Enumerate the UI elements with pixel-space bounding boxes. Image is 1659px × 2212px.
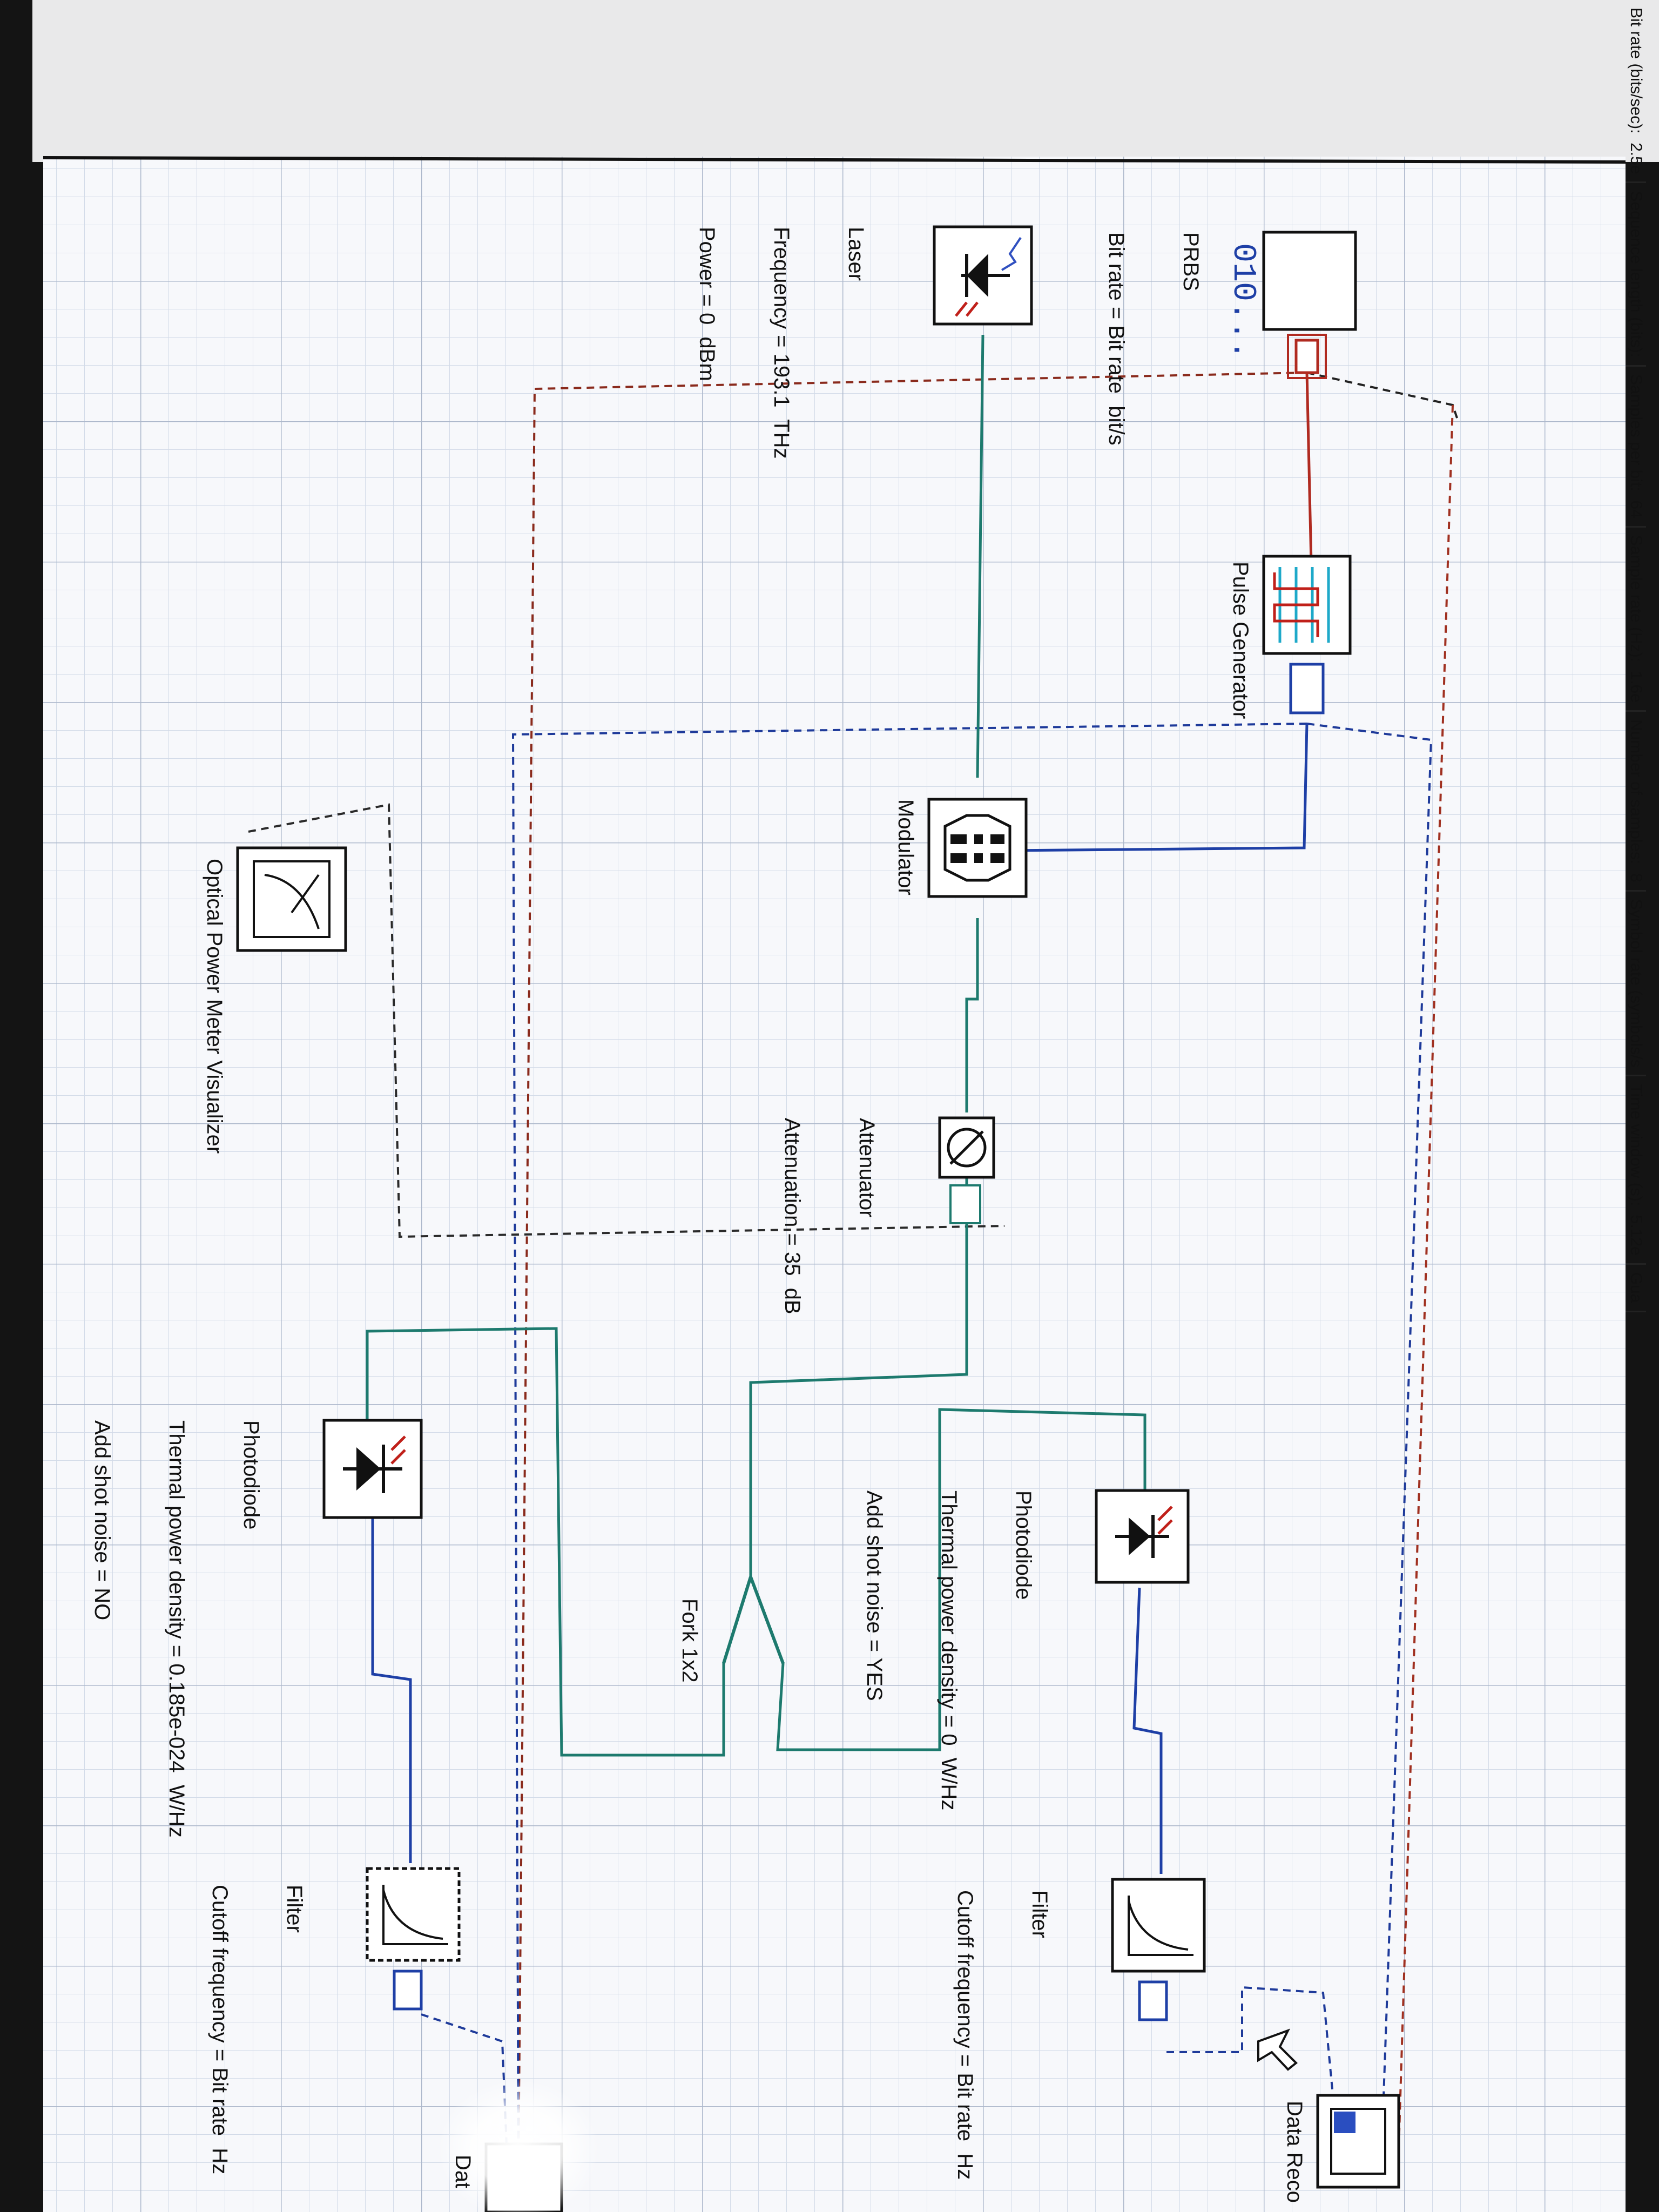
photodiode-top-label: Photodiode Thermal power density = 0 W/H… bbox=[837, 1491, 1085, 1810]
dashed-link-pulse-left bbox=[511, 723, 1307, 2161]
dashed-links bbox=[248, 372, 1459, 2171]
photodiode-bottom-name: Photodiode bbox=[239, 1420, 263, 1530]
attenuator-name: Attenuator bbox=[855, 1118, 879, 1218]
prbs-label: PRBS Bit rate = Bit rate bit/s bbox=[1079, 232, 1253, 446]
attenuator-param: Attenuation = 35 dB bbox=[780, 1118, 804, 1314]
wire-pulse-modulator bbox=[1009, 723, 1309, 852]
parameter-bar-fields: Bit rate (bits/sec): 2.5e Sequence lengt… bbox=[1626, 0, 1646, 1312]
filter-bottom-name: Filter bbox=[282, 1885, 306, 1933]
dashed-link-filter-top bbox=[1166, 1986, 1335, 2107]
optical-power-meter-block[interactable] bbox=[236, 846, 347, 952]
mouse-pointer-icon bbox=[1257, 2028, 1298, 2071]
filter-top-label: Filter Cutoff frequency = Bit rate Hz bbox=[928, 1890, 1102, 2180]
laser-block[interactable] bbox=[933, 225, 1033, 326]
wire-photodiode-bottom-filter bbox=[371, 1512, 412, 1863]
screen-glare bbox=[437, 2079, 599, 2212]
wire-photodiode-top-filter bbox=[1132, 1587, 1163, 1874]
pulse-generator-block[interactable] bbox=[1262, 555, 1352, 714]
laser-frequency: Frequency = 193.1 THz bbox=[770, 227, 793, 459]
photodiode-top-shot: Add shot noise = YES bbox=[862, 1491, 886, 1701]
filter-bottom-block[interactable] bbox=[366, 1867, 461, 2011]
layout-parameter-bar: Bit rate (bits/sec): 2.5e Sequence lengt… bbox=[1626, 0, 1646, 2212]
fork-label: Fork 1x2 bbox=[678, 1599, 702, 1683]
param-sample-rate[interactable]: Sample rate (Hz): 1.6e bbox=[1626, 527, 1646, 712]
attenuator-block[interactable] bbox=[938, 1116, 995, 1224]
photodiode-top-thermal: Thermal power density = 0 W/Hz bbox=[937, 1491, 961, 1811]
wire-attenuator-fork bbox=[749, 1177, 968, 1577]
laser-name: Laser bbox=[844, 227, 868, 281]
param-time-window[interactable]: Time window (s): 5.12e bbox=[1626, 1076, 1646, 1265]
power-meter-label: Optical Power Meter Visualizer bbox=[203, 859, 226, 1154]
photodiode-bottom-shot: Add shot noise = NO bbox=[90, 1420, 114, 1621]
param-symbol-rate[interactable]: Symbol rate (symbols/s bbox=[1626, 891, 1646, 1077]
param-number-of-samples[interactable]: Number of samples: 8 bbox=[1626, 711, 1646, 892]
filter-top-name: Filter bbox=[1028, 1890, 1051, 1938]
param-sequence-length[interactable]: Sequence length (bits): bbox=[1626, 183, 1646, 367]
filter-top-block[interactable] bbox=[1111, 1878, 1206, 2021]
wire-modulator-attenuator bbox=[965, 918, 979, 1112]
pulse-generator-label: Pulse Generator bbox=[1229, 562, 1252, 719]
dashed-link-meter bbox=[248, 803, 1005, 1238]
wire-laser-modulator bbox=[976, 334, 984, 778]
param-bit-rate[interactable]: Bit rate (bits/sec): 2.5e bbox=[1626, 0, 1646, 184]
photodiode-bottom-thermal: Thermal power density = 0.185e-024 W/Hz bbox=[165, 1420, 188, 1838]
filter-top-param: Cutoff frequency = Bit rate Hz bbox=[953, 1890, 977, 2180]
photodiode-top-block[interactable] bbox=[1095, 1489, 1190, 1584]
dashed-link-prbs-ref-2 bbox=[1398, 404, 1454, 2150]
fork-block[interactable] bbox=[722, 1576, 785, 1664]
dashed-link-pulse bbox=[1306, 723, 1433, 2128]
photodiode-bottom-block[interactable] bbox=[322, 1419, 423, 1519]
filter-bottom-label: Filter Cutoff frequency = Bit rate Hz bbox=[183, 1885, 356, 2174]
photodiode-top-name: Photodiode bbox=[1011, 1491, 1035, 1600]
data-recovery-block[interactable] bbox=[1316, 2094, 1400, 2189]
laser-power: Power = 0 dBm bbox=[695, 227, 719, 381]
laser-label: Laser Frequency = 193.1 THz Power = 0 dB… bbox=[670, 227, 918, 459]
param-guard[interactable]: Gua bbox=[1626, 1264, 1646, 1312]
modulator-block[interactable] bbox=[927, 798, 1028, 898]
modulator-label: Modulator bbox=[894, 799, 918, 895]
data-bottom-label: Dat bbox=[451, 2155, 475, 2189]
data-recovery-label: Data Reco bbox=[1283, 2101, 1306, 2203]
filter-bottom-param: Cutoff frequency = Bit rate Hz bbox=[208, 1885, 232, 2175]
prbs-block[interactable] bbox=[1262, 231, 1357, 379]
attenuator-label: Attenuator Attenuation = 35 dB bbox=[755, 1118, 929, 1314]
ber-icon-text: BER bbox=[1367, 2120, 1385, 2154]
prbs-param: Bit rate = Bit rate bit/s bbox=[1104, 232, 1128, 446]
param-samples-per-bit[interactable]: Samples per bit: 64 bbox=[1626, 366, 1646, 528]
photodiode-bottom-label: Photodiode Thermal power density = 0.185… bbox=[65, 1420, 313, 1838]
prbs-name: PRBS bbox=[1179, 232, 1203, 291]
